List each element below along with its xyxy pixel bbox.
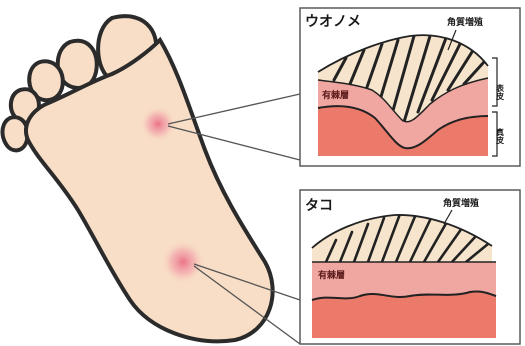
callus-panel: タコ 角質増殖 有棘層 <box>300 190 520 344</box>
callus-spiny-label: 有棘層 <box>318 269 345 281</box>
toe-little <box>3 117 28 150</box>
corn-epidermis-label: 表皮 <box>495 83 505 101</box>
callus-keratin-label: 角質増殖 <box>443 197 479 209</box>
callus-title: タコ <box>305 198 333 214</box>
callus-spot <box>161 240 205 284</box>
corn-title: ウオノメ <box>305 14 361 30</box>
foot-illustration <box>3 16 273 341</box>
corn-spiny-label: 有棘層 <box>322 89 349 101</box>
corn-keratin-label: 角質増殖 <box>447 16 483 28</box>
corn-panel: ウオノメ 角質増殖 有棘層 表皮 真皮 <box>300 8 520 166</box>
corn-dermis-label: 真皮 <box>496 127 505 145</box>
